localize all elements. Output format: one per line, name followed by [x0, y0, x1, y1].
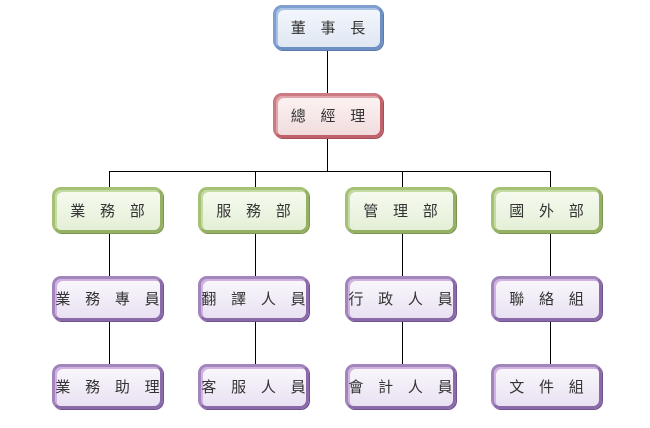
connector-horizontal-bus [109, 171, 551, 172]
node-label: 客 服 人 員 [201, 378, 311, 396]
node-staff: 文 件 組 [491, 364, 602, 409]
node-label: 業 務 專 員 [55, 290, 165, 308]
node-department-service: 服 務 部 [198, 187, 309, 233]
node-label: 管 理 部 [363, 201, 443, 220]
node-staff: 聯 絡 組 [491, 276, 602, 321]
node-label: 會 計 人 員 [348, 378, 458, 396]
node-staff: 行 政 人 員 [345, 276, 456, 321]
node-label: 業 務 部 [70, 201, 150, 220]
node-label: 總 經 理 [290, 107, 371, 125]
node-staff: 翻 譯 人 員 [198, 276, 309, 321]
node-label: 董 事 長 [290, 19, 371, 37]
node-label: 行 政 人 員 [348, 290, 458, 308]
node-chairman: 董 事 長 [273, 5, 383, 50]
node-label: 業 務 助 理 [55, 378, 165, 396]
node-label: 國 外 部 [509, 201, 589, 220]
node-staff: 客 服 人 員 [198, 364, 309, 409]
node-staff: 會 計 人 員 [345, 364, 456, 409]
connector-dept-1 [109, 171, 110, 188]
connector-gm-down [327, 138, 328, 171]
node-department-international: 國 外 部 [491, 187, 602, 233]
node-label: 聯 絡 組 [509, 290, 589, 308]
node-staff: 業 務 助 理 [52, 364, 163, 409]
connector-chairman-gm [327, 50, 328, 94]
node-label: 文 件 組 [509, 378, 589, 396]
connector-dept-2 [255, 171, 256, 188]
node-department-sales: 業 務 部 [52, 187, 163, 233]
node-staff: 業 務 專 員 [52, 276, 163, 321]
node-department-management: 管 理 部 [345, 187, 456, 233]
node-label: 翻 譯 人 員 [201, 290, 311, 308]
node-general-manager: 總 經 理 [273, 93, 383, 138]
connector-dept-3 [402, 171, 403, 188]
connector-dept-4 [550, 171, 551, 188]
node-label: 服 務 部 [216, 201, 296, 220]
